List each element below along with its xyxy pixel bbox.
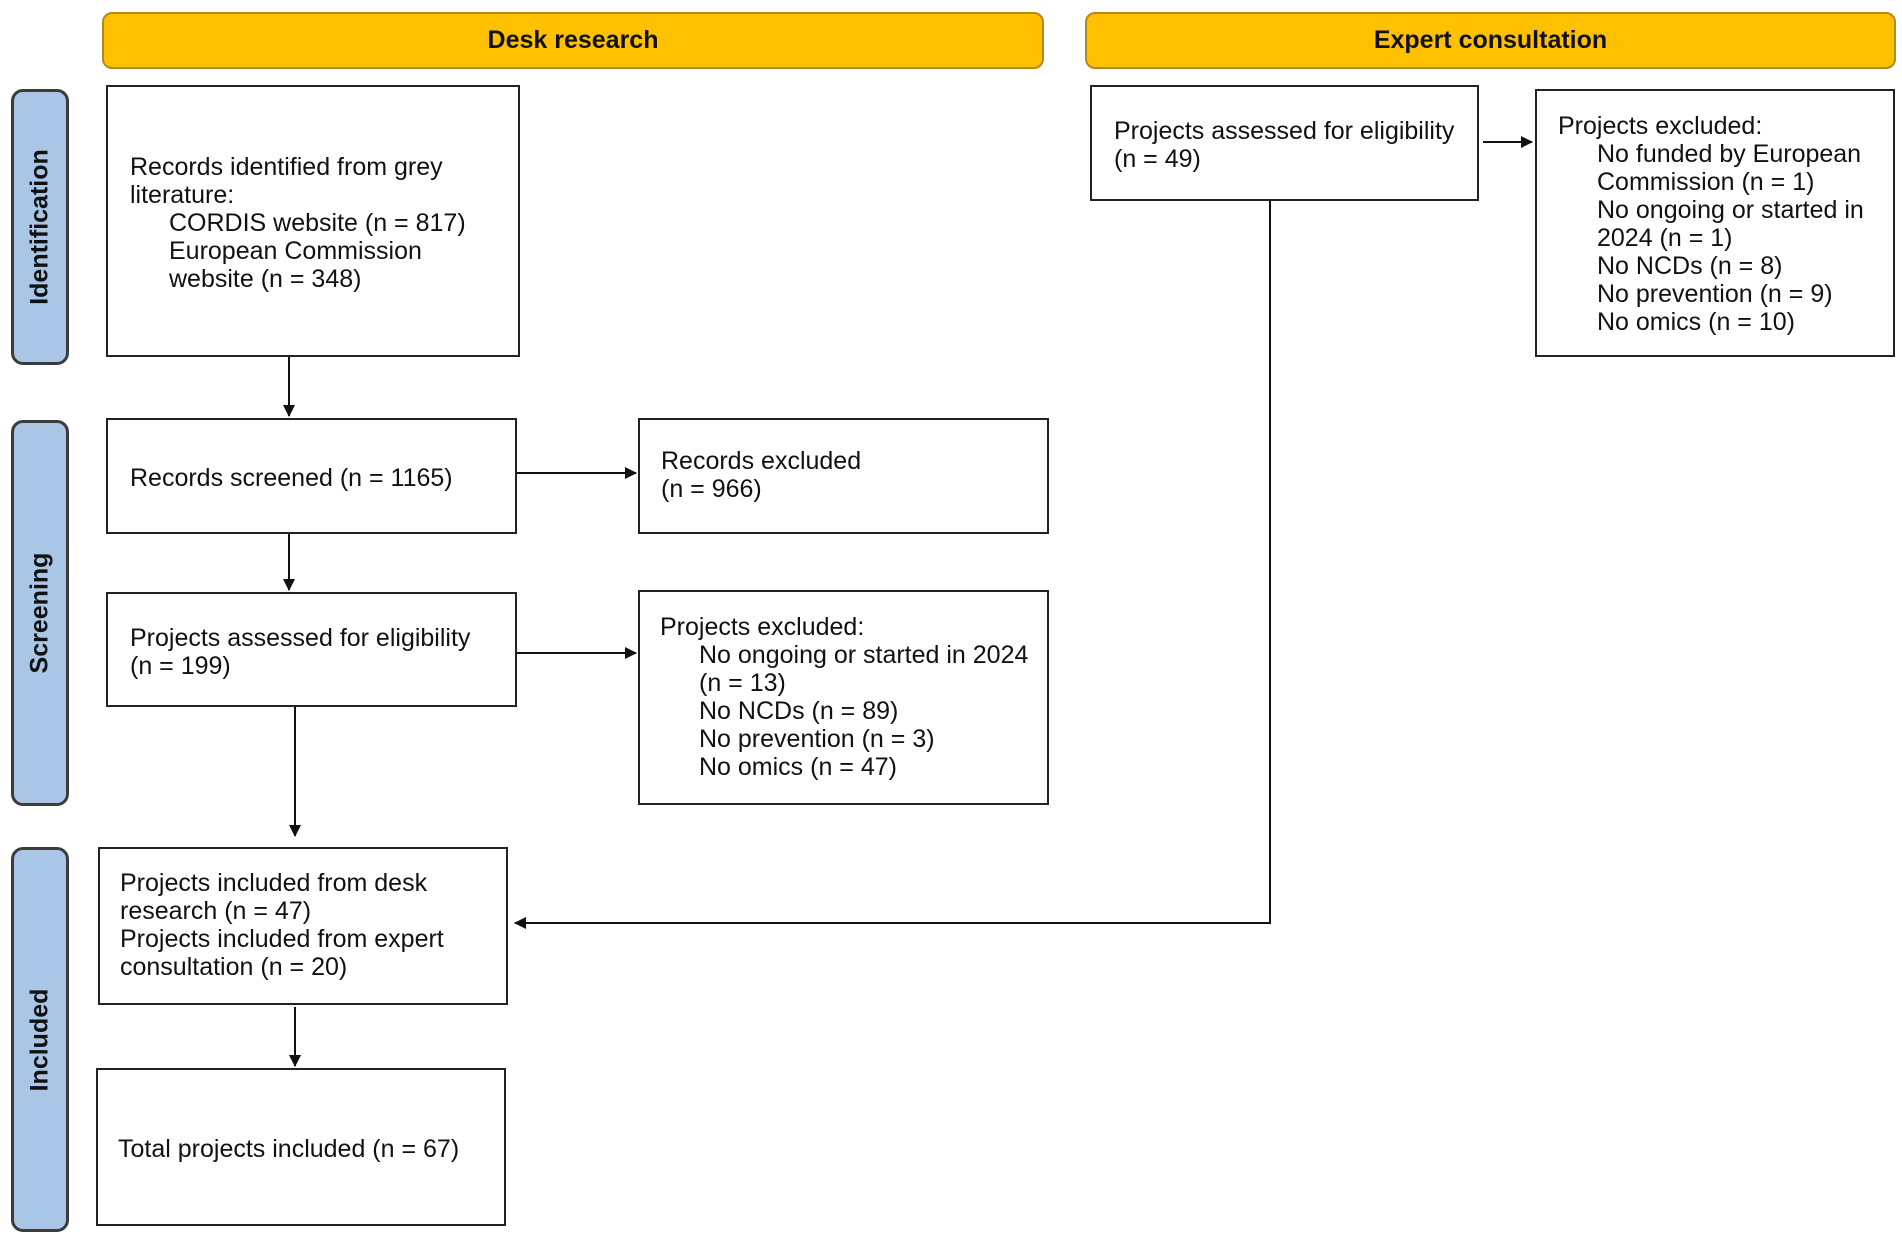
desk-research-header: Desk research [102, 12, 1044, 69]
desk-assessed-line-2: (n = 199) [130, 652, 231, 680]
phase-identification: Identification [11, 89, 69, 365]
records-identified-intro-1: Records identified from grey [130, 153, 443, 181]
records-identified-cordis: CORDIS website (n = 817) [169, 209, 466, 237]
arrow-expert-to-included [514, 201, 1271, 929]
total-included-box: Total projects included (n = 67) [96, 1068, 506, 1226]
records-identified-ec-1: European Commission [169, 237, 422, 265]
expert-excluded-funded-2: Commission (n = 1) [1597, 168, 1815, 196]
included-desk-line-1: Projects included from desk [120, 869, 428, 897]
expert-assessed-line-2: (n = 49) [1114, 145, 1201, 173]
records-excluded-line-2: (n = 966) [661, 475, 762, 503]
desk-assessed-box: Projects assessed for eligibility (n = 1… [106, 592, 517, 707]
desk-excluded-box: Projects excluded: No ongoing or started… [638, 590, 1049, 805]
desk-excluded-heading: Projects excluded: [660, 613, 865, 641]
expert-assessed-line-1: Projects assessed for eligibility [1114, 117, 1455, 145]
expert-excluded-funded-1: No funded by European [1597, 140, 1862, 168]
records-screened-text: Records screened (n = 1165) [130, 464, 453, 492]
expert-excluded-ongoing-1: No ongoing or started in [1597, 196, 1864, 224]
expert-excluded-box: Projects excluded: No funded by European… [1535, 89, 1895, 357]
expert-consultation-header-label: Expert consultation [1373, 26, 1608, 54]
expert-excluded-omics: No omics (n = 10) [1597, 308, 1795, 336]
desk-assessed-line-1: Projects assessed for eligibility [130, 624, 471, 652]
records-identified-box: Records identified from grey literature:… [106, 85, 520, 357]
records-identified-intro-2: literature: [130, 181, 235, 209]
desk-excluded-ncds: No NCDs (n = 89) [699, 697, 899, 725]
expert-consultation-header: Expert consultation [1085, 12, 1896, 69]
expert-excluded-prevention: No prevention (n = 9) [1597, 280, 1833, 308]
desk-excluded-ongoing-2: (n = 13) [699, 669, 786, 697]
expert-excluded-ongoing-2: 2024 (n = 1) [1597, 224, 1733, 252]
total-included-text: Total projects included (n = 67) [118, 1135, 460, 1163]
included-sources-box: Projects included from desk research (n … [98, 847, 508, 1005]
expert-excluded-heading: Projects excluded: [1558, 112, 1763, 140]
included-expert-line-1: Projects included from expert [120, 925, 444, 953]
desk-research-header-label: Desk research [487, 26, 659, 54]
records-identified-ec-2: website (n = 348) [169, 265, 362, 293]
included-expert-line-2: consultation (n = 20) [120, 953, 348, 981]
desk-excluded-omics: No omics (n = 47) [699, 753, 897, 781]
desk-excluded-prevention: No prevention (n = 3) [699, 725, 935, 753]
desk-excluded-ongoing-1: No ongoing or started in 2024 [699, 641, 1029, 669]
expert-assessed-box: Projects assessed for eligibility (n = 4… [1090, 85, 1479, 201]
expert-excluded-ncds: No NCDs (n = 8) [1597, 252, 1783, 280]
records-screened-box: Records screened (n = 1165) [106, 418, 517, 534]
included-desk-line-2: research (n = 47) [120, 897, 312, 925]
records-excluded-line-1: Records excluded [661, 447, 862, 475]
phase-included: Included [11, 847, 69, 1232]
records-excluded-box: Records excluded (n = 966) [638, 418, 1049, 534]
phase-screening: Screening [11, 420, 69, 806]
